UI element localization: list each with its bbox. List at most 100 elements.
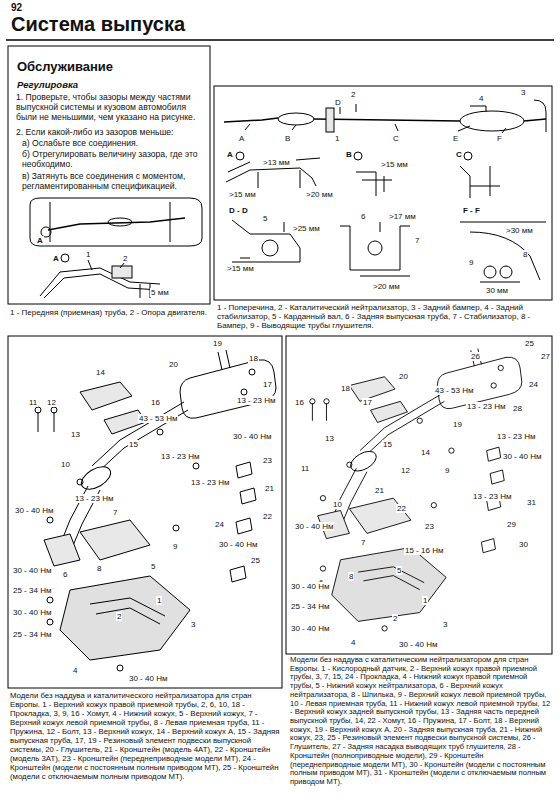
callout-label: 25 - 34 Нм xyxy=(290,602,330,611)
callout-label: 30 - 40 Нм xyxy=(502,452,542,461)
callout-label: C xyxy=(455,150,463,159)
callout-label: 2 xyxy=(116,612,122,621)
callout-label: >20 мм xyxy=(372,282,401,291)
figure-caption: 1 - Передняя (приемная) труба, 2 - Опора… xyxy=(10,308,210,317)
callout-label: >17 мм xyxy=(388,212,417,221)
callout-label: 20 xyxy=(398,372,409,381)
callout-label: A xyxy=(52,254,60,263)
heading: Обслуживание xyxy=(16,60,114,75)
callout-label: 30 - 40 Нм xyxy=(398,640,438,649)
callout-label: 2 xyxy=(350,90,356,99)
heading: Регулировка xyxy=(16,80,79,91)
body-text: б) Отрегулировать величину зазора, где э… xyxy=(22,150,204,170)
callout-label: 16 xyxy=(294,398,305,407)
callout-label: 12 xyxy=(46,398,57,407)
callout-label: 17 xyxy=(362,398,373,407)
callout-label: 13 - 23 Нм xyxy=(236,396,276,405)
callout-label: 43 - 53 Нм xyxy=(138,414,178,423)
callout-label: 17 xyxy=(262,380,273,389)
callout-label: 30 - 40 Нм xyxy=(294,522,334,531)
callout-label: D xyxy=(334,98,342,107)
callout-label: 13 - 23 Нм xyxy=(496,432,536,441)
callout-label: 6 xyxy=(62,570,68,579)
callout-label: 25 xyxy=(250,556,261,565)
callout-label: 13 - 23 Нм xyxy=(160,452,200,461)
callout-label: 10 xyxy=(332,500,343,509)
callout-label: 19 xyxy=(452,420,463,429)
callout-label: 13 - 23 Нм xyxy=(190,478,230,487)
callout-label: 5 xyxy=(396,566,402,575)
callout-label: 1 xyxy=(334,134,340,143)
callout-label: F xyxy=(496,134,503,143)
callout-label: B xyxy=(345,150,353,159)
page-number: 92 xyxy=(10,2,23,14)
callout-label: 21 xyxy=(264,484,275,493)
callout-label: 15 - 16 Нм xyxy=(404,546,444,555)
figure-caption: Модели без наддува и каталитического ней… xyxy=(10,692,280,782)
callout-label: 2 xyxy=(392,614,398,623)
callout-label: 13 - 23 Нм xyxy=(466,402,506,411)
page-title: Система выпуска xyxy=(10,13,186,36)
callout-label: 13 xyxy=(70,430,81,439)
callout-label: >25 мм xyxy=(292,224,321,233)
callout-label: 9 xyxy=(468,258,474,267)
callout-label: 4 xyxy=(72,666,78,675)
callout-label: 6 xyxy=(360,212,366,221)
callout-label: 7 xyxy=(112,508,118,517)
section-label: D - D xyxy=(228,206,249,215)
callout-label: 27 xyxy=(540,352,551,361)
callout-label: 13 - 23 Нм xyxy=(74,494,114,503)
body-text: 1. Проверьте, чтобы зазоры между частями… xyxy=(16,93,204,123)
callout-label: 30 xyxy=(518,540,529,549)
callout-label: 25 - 34 Нм xyxy=(12,630,52,639)
callout-label: A xyxy=(226,150,234,159)
body-text: а) Ослабьте все соединения. xyxy=(22,139,204,149)
callout-label: 18 xyxy=(340,384,351,393)
callout-label: 30 - 40 Нм xyxy=(290,624,330,633)
body-text: в) Затянуть все соединения с моментом, р… xyxy=(22,172,204,192)
callout-label: 12 xyxy=(400,466,411,475)
callout-label: 13 - 23 Нм xyxy=(472,492,512,501)
callout-label: 8 xyxy=(522,250,528,259)
callout-label: 8 xyxy=(96,564,102,573)
callout-label: 16 xyxy=(150,398,161,407)
callout-label: 22 xyxy=(262,512,273,521)
callout-label: 10 xyxy=(60,460,71,469)
callout-label: 2 xyxy=(122,254,128,263)
figure-caption: 1 - Поперечина, 2 - Каталитический нейтр… xyxy=(217,303,550,331)
callout-label: 3 xyxy=(520,88,526,97)
callout-label: 23 xyxy=(262,456,273,465)
callout-label: 4 xyxy=(478,94,484,103)
callout-label: 24 xyxy=(214,520,225,529)
callout-label: >15 мм xyxy=(228,190,257,199)
section-label: F - F xyxy=(462,206,481,215)
callout-label: 13 xyxy=(324,434,335,443)
callout-label: 3 xyxy=(190,620,196,629)
callout-label: 30 - 40 Нм xyxy=(290,582,330,591)
callout-label: 7 xyxy=(414,236,420,245)
callout-label: >30 мм xyxy=(505,226,534,235)
callout-label: 30 - 40 Нм xyxy=(128,674,168,683)
callout-label: B xyxy=(284,134,291,143)
callout-label: 11 xyxy=(28,398,38,407)
callout-label: 1 xyxy=(85,250,91,259)
callout-label: 15 xyxy=(128,440,139,449)
callout-label: 30 - 40 Нм xyxy=(232,432,272,441)
callout-label: >15 мм xyxy=(226,264,255,273)
callout-label: 5 мм xyxy=(150,288,170,297)
callout-label: 14 xyxy=(95,368,106,377)
callout-label: 28 xyxy=(512,404,523,413)
callout-label: 5 xyxy=(262,214,268,223)
callout-label: C xyxy=(392,134,400,143)
callout-label: 30 - 40 Нм xyxy=(218,540,258,549)
callout-label: 24 xyxy=(528,380,539,389)
callout-label: 22 xyxy=(396,504,407,513)
callout-label: 43 - 53 Нм xyxy=(434,386,474,395)
callout-label: 1 xyxy=(156,596,162,605)
callout-label: 15 xyxy=(382,440,393,449)
callout-label: 3 xyxy=(442,620,448,629)
body-text: 2. Если какой-либо из зазоров меньше: xyxy=(16,128,204,138)
callout-label: 9 xyxy=(172,542,178,551)
callout-label: 7 xyxy=(360,538,366,547)
